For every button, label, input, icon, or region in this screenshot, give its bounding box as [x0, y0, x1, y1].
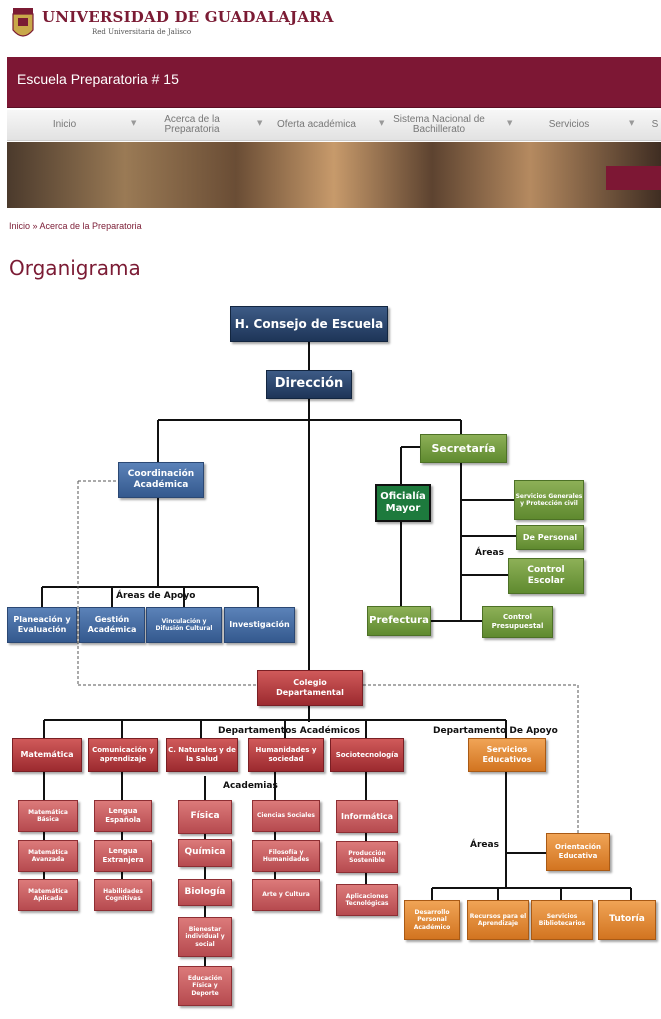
school-banner: Escuela Preparatoria # 15 — [7, 57, 661, 108]
org-box-planeacion: Planeación y Evaluación — [7, 607, 77, 643]
org-box-investigacion: Investigación — [224, 607, 295, 643]
org-box-filosofia: Filosofía y Humanidades — [252, 840, 320, 872]
org-box-comunicacion: Comunicación y aprendizaje — [88, 738, 158, 772]
nav-item-oferta[interactable]: Oferta académica — [277, 119, 356, 130]
chevron-down-icon[interactable]: ▼ — [507, 119, 513, 127]
org-box-cnaturales: C. Naturales y de la Salud — [166, 738, 238, 772]
org-box-humanidades: Humanidades y sociedad — [248, 738, 324, 772]
university-crest-icon[interactable] — [10, 6, 36, 42]
nav-item-more[interactable]: S — [651, 119, 659, 130]
org-box-consejo: H. Consejo de Escuela — [230, 306, 388, 342]
org-box-educacion-fisica: Educación Física y Deporte — [178, 966, 232, 1006]
org-box-lengua-espanola: Lengua Española — [94, 800, 152, 832]
chevron-down-icon[interactable]: ▼ — [257, 119, 263, 127]
org-box-desarrollo: Desarrollo Personal Académico — [404, 900, 460, 940]
org-box-prefectura: Prefectura — [367, 606, 431, 636]
org-box-matematica: Matemática — [12, 738, 82, 772]
chevron-down-icon[interactable]: ▼ — [379, 119, 385, 127]
label-areas-secretaria: Áreas — [475, 548, 504, 558]
org-box-bienestar: Bienestar individual y social — [178, 917, 232, 957]
header-mural-image — [7, 142, 661, 208]
org-box-mat-basica: Matemática Básica — [18, 800, 78, 832]
banner-accent — [606, 166, 661, 190]
label-academias: Academias — [223, 781, 278, 791]
org-box-coordinacion: Coordinación Académica — [118, 462, 204, 498]
breadcrumb-home[interactable]: Inicio — [9, 221, 31, 231]
org-box-biologia: Biología — [178, 879, 232, 906]
site-header: UNIVERSIDAD DE GUADALAJARA Red Universit… — [0, 0, 661, 52]
org-box-recursos: Recursos para el Aprendizaje — [467, 900, 529, 940]
org-box-control-escolar: Control Escolar — [508, 558, 584, 594]
org-box-quimica: Química — [178, 839, 232, 867]
org-box-lengua-extranjera: Lengua Extranjera — [94, 840, 152, 872]
org-box-ciencias-sociales: Ciencias Sociales — [252, 800, 320, 832]
nav-item-inicio[interactable]: Inicio — [52, 119, 77, 130]
org-box-oficialia: Oficialía Mayor — [375, 484, 431, 522]
org-box-produccion: Producción Sostenible — [336, 841, 398, 873]
org-box-sociotecnologia: Sociotecnología — [330, 738, 404, 772]
school-name[interactable]: Escuela Preparatoria # 15 — [17, 71, 179, 87]
org-box-mat-avanzada: Matemática Avanzada — [18, 840, 78, 872]
org-box-bibliotecarios: Servicios Bibliotecarios — [531, 900, 593, 940]
breadcrumb-separator: » — [30, 221, 40, 231]
nav-item-servicios[interactable]: Servicios — [548, 119, 590, 130]
org-box-control-presupuestal: Control Presupuestal — [482, 606, 553, 638]
label-areas-servicios: Áreas — [470, 840, 499, 850]
org-box-servicios-educativos: Servicios Educativos — [468, 738, 546, 772]
org-box-de-personal: De Personal — [516, 525, 584, 550]
nav-item-sistema[interactable]: Sistema Nacional de Bachillerato — [393, 114, 485, 135]
org-box-servicios-generales: Servicios Generales y Protección civil — [514, 480, 584, 520]
breadcrumb-current[interactable]: Acerca de la Preparatoria — [39, 221, 142, 231]
page-title: Organigrama — [9, 256, 141, 280]
main-nav: Inicio ▼ Acerca de la Preparatoria ▼ Ofe… — [7, 110, 661, 141]
org-box-orientacion: Orientación Educativa — [546, 833, 610, 871]
breadcrumb: Inicio » Acerca de la Preparatoria — [9, 221, 142, 231]
label-areas-apoyo: Áreas de Apoyo — [116, 591, 196, 601]
nav-item-acerca[interactable]: Acerca de la Preparatoria — [164, 114, 220, 135]
label-departamentos-academicos: Departamentos Académicos — [218, 726, 361, 736]
org-box-mat-aplicada: Matemática Aplicada — [18, 879, 78, 911]
chevron-down-icon[interactable]: ▼ — [131, 119, 137, 127]
org-box-habilidades: Habilidades Cognitivas — [94, 879, 152, 911]
university-name[interactable]: UNIVERSIDAD DE GUADALAJARA — [42, 8, 334, 26]
university-network: Red Universitaria de Jalisco — [92, 28, 192, 36]
org-box-colegio: Colegio Departamental — [257, 670, 363, 706]
org-box-vinculacion: Vinculación y Difusión Cultural — [146, 607, 222, 643]
org-box-fisica: Física — [178, 800, 232, 834]
org-box-gestion: Gestión Académica — [79, 607, 145, 643]
org-box-secretaria: Secretaría — [420, 434, 507, 463]
org-box-tutoria: Tutoría — [598, 900, 656, 940]
label-departamento-apoyo: Departamento De Apoyo — [433, 726, 558, 736]
org-box-aplicaciones: Aplicaciones Tecnológicas — [336, 884, 398, 916]
chevron-down-icon[interactable]: ▼ — [629, 119, 635, 127]
org-box-direccion: Dirección — [266, 370, 352, 399]
org-box-informatica: Informática — [336, 800, 398, 833]
org-box-arte: Arte y Cultura — [252, 879, 320, 911]
